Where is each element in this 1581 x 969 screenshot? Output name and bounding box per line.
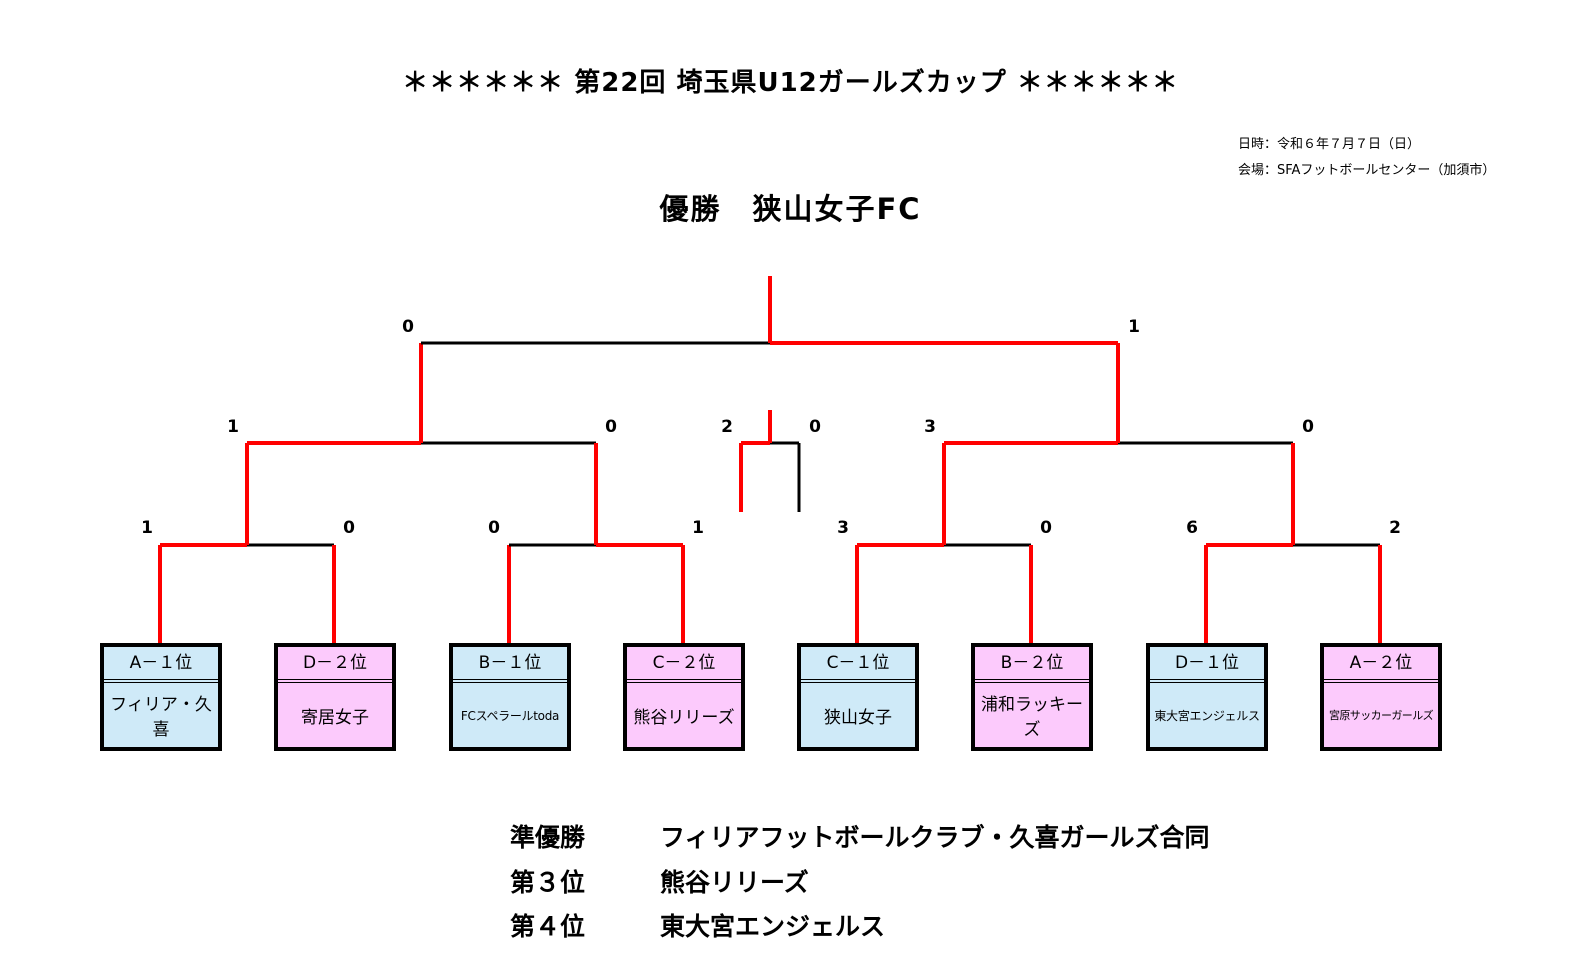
tournament-title: ＊＊＊＊＊＊ 第22回 埼玉県U12ガールズカップ ＊＊＊＊＊＊ bbox=[402, 68, 1179, 98]
team-seed: D－２位 bbox=[278, 647, 392, 683]
score-sf2-right: 0 bbox=[1302, 417, 1314, 437]
score-r1-b2: 0 bbox=[1040, 518, 1052, 538]
team-box: C－２位 熊谷リリーズ bbox=[623, 643, 745, 751]
match-semifinal-1 bbox=[245, 441, 598, 545]
team-box: B－２位 浦和ラッキーズ bbox=[971, 643, 1093, 751]
team-name: 宮原サッカーガールズ bbox=[1329, 709, 1434, 722]
score-sf1-right: 0 bbox=[605, 417, 617, 437]
team-seed: A－２位 bbox=[1324, 647, 1438, 683]
team-seed: B－２位 bbox=[975, 647, 1089, 683]
match-r1-2 bbox=[507, 543, 685, 643]
event-date: 日時：令和６年７月７日（日） bbox=[1238, 137, 1421, 152]
match-r1-4 bbox=[1204, 543, 1382, 643]
champion-heading: 優勝 狭山女子FC bbox=[659, 192, 922, 226]
event-venue: 会場：SFAフットボールセンター（加須市） bbox=[1238, 163, 1496, 178]
team-seed: A－１位 bbox=[104, 647, 218, 683]
team-name: 浦和ラッキーズ bbox=[981, 695, 1083, 740]
score-r1-a1: 1 bbox=[141, 518, 153, 538]
team-name: FCスペラールtoda bbox=[460, 708, 560, 723]
score-final-right: 1 bbox=[1128, 317, 1140, 337]
team-box: A－１位 フィリア・久喜 bbox=[100, 643, 222, 751]
score-r1-c1: 3 bbox=[837, 518, 849, 538]
score-r1-a2: 2 bbox=[1389, 518, 1401, 538]
fourth-place-label: 第４位 bbox=[510, 912, 586, 941]
team-name: 寄居女子 bbox=[301, 707, 369, 728]
team-name: 熊谷リリーズ bbox=[633, 707, 735, 728]
score-third-right: 0 bbox=[809, 417, 821, 437]
score-r1-d1: 6 bbox=[1186, 518, 1198, 538]
team-name: 東大宮エンジェルス bbox=[1154, 708, 1260, 723]
team-box: D－２位 寄居女子 bbox=[274, 643, 396, 751]
team-name: フィリア・久喜 bbox=[110, 695, 212, 740]
score-third-left: 2 bbox=[721, 417, 733, 437]
score-r1-d2: 0 bbox=[343, 518, 355, 538]
team-box: B－１位 FCスペラールtoda bbox=[449, 643, 571, 751]
score-sf1-left: 1 bbox=[227, 417, 239, 437]
team-name: 狭山女子 bbox=[824, 707, 892, 728]
team-seed: B－１位 bbox=[453, 647, 567, 683]
match-r1-3 bbox=[855, 543, 1033, 643]
match-semifinal-2 bbox=[942, 441, 1295, 545]
match-third-place bbox=[739, 410, 801, 512]
team-seed: D－１位 bbox=[1150, 647, 1264, 683]
score-r1-b1: 0 bbox=[488, 518, 500, 538]
score-sf2-left: 3 bbox=[924, 417, 936, 437]
fourth-place-team: 東大宮エンジェルス bbox=[660, 912, 886, 941]
team-box: C－１位 狭山女子 bbox=[797, 643, 919, 751]
team-seed: C－２位 bbox=[627, 647, 741, 683]
score-r1-c2: 1 bbox=[692, 518, 704, 538]
third-place-team: 熊谷リリーズ bbox=[660, 868, 809, 897]
runner-up-team: フィリアフットボールクラブ・久喜ガールズ合同 bbox=[660, 823, 1210, 852]
match-final bbox=[419, 276, 1120, 443]
team-box: A－２位 宮原サッカーガールズ bbox=[1320, 643, 1442, 751]
match-r1-1 bbox=[158, 543, 336, 643]
team-box: D－１位 東大宮エンジェルス bbox=[1146, 643, 1268, 751]
third-place-label: 第３位 bbox=[510, 868, 586, 897]
team-seed: C－１位 bbox=[801, 647, 915, 683]
runner-up-label: 準優勝 bbox=[510, 823, 586, 852]
score-final-left: 0 bbox=[402, 317, 414, 337]
